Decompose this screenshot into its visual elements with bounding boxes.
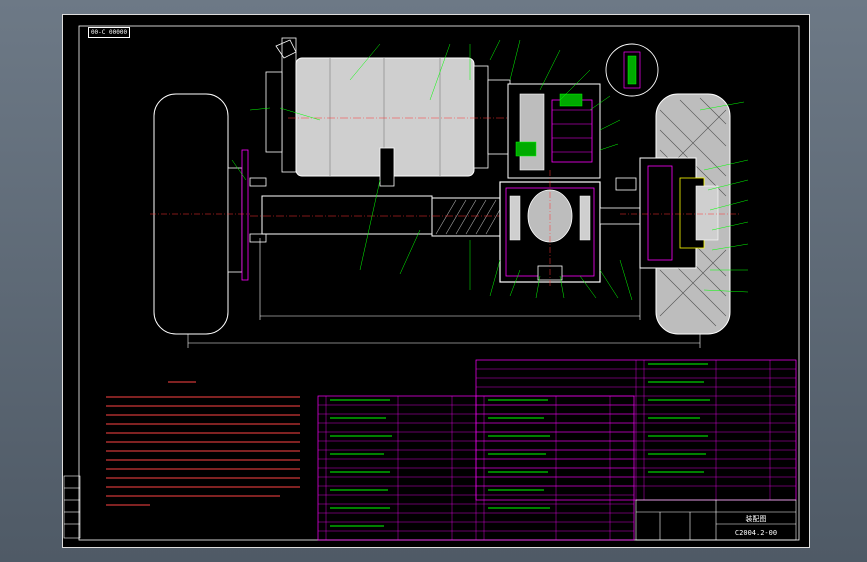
right-wheel [620, 93, 740, 335]
title-block-name: 装配图 [746, 514, 767, 523]
title-block [635, 499, 797, 541]
part-leaders [231, 39, 749, 301]
view-label: 00-C 00000 [88, 27, 130, 38]
half-shaft [599, 177, 641, 225]
differential [499, 170, 601, 286]
axle-tube [250, 195, 640, 237]
technical-notes [106, 381, 300, 506]
motor [265, 37, 520, 187]
revision-stamp [63, 475, 81, 539]
reducer-housing [507, 83, 601, 179]
left-wheel [150, 93, 267, 335]
dimension-lines [187, 238, 701, 348]
detail-view-circle [605, 43, 659, 97]
parts-list-upper [475, 359, 797, 501]
title-block-drawing-number: C2004.2-00 [735, 529, 777, 537]
